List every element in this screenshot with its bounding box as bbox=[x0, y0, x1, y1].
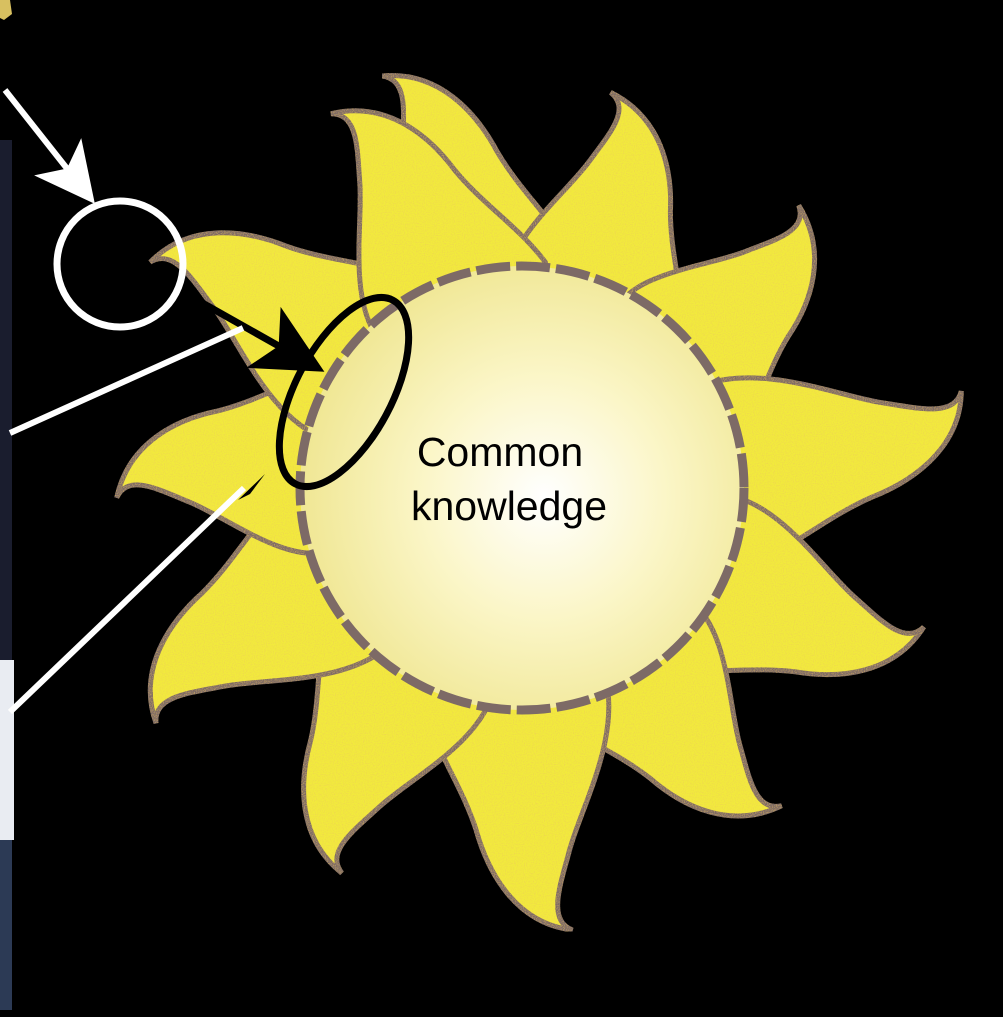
white-circle-highlight bbox=[57, 201, 183, 327]
arrow-to-circle bbox=[5, 90, 80, 185]
left-edge-fragment-dark bbox=[0, 140, 12, 660]
left-edge-fragment-light bbox=[0, 660, 14, 840]
left-edge-fragment-top bbox=[0, 0, 12, 20]
center-label-line2: knowledge bbox=[411, 483, 607, 529]
center-label-line1: Common bbox=[417, 429, 583, 475]
left-edge-fragment-blue bbox=[0, 840, 12, 1010]
